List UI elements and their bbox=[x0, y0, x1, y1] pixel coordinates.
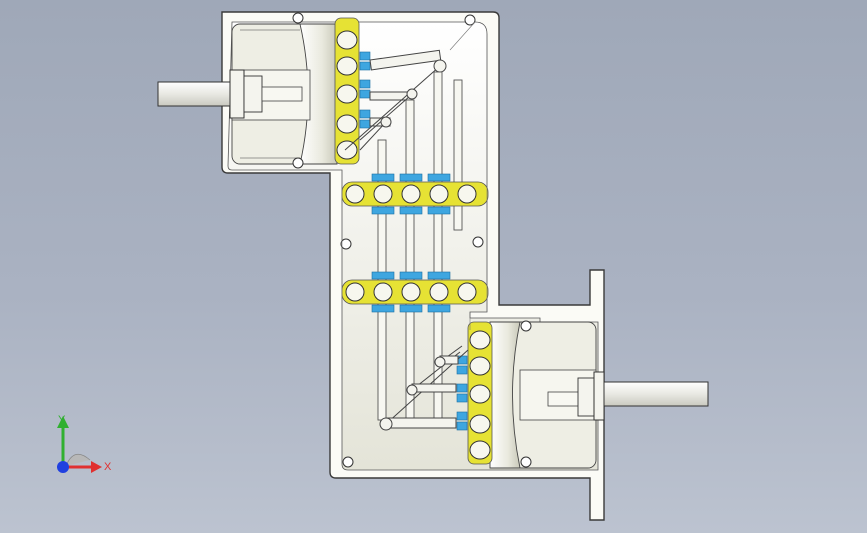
middle-gear-teeth-top bbox=[371, 173, 451, 215]
middle-bearing-row-bottom bbox=[341, 279, 489, 305]
lower-bearing-stack bbox=[467, 321, 493, 465]
y-axis-arrow bbox=[57, 416, 69, 463]
lower-linkages bbox=[379, 345, 469, 431]
middle-bearing-row-top bbox=[341, 181, 489, 207]
coordinate-triad: Y X bbox=[57, 414, 112, 473]
middle-gear-teeth-bottom bbox=[371, 271, 451, 313]
output-shaft[interactable] bbox=[547, 371, 709, 421]
z-axis-dot bbox=[57, 461, 69, 473]
y-axis-label: Y bbox=[58, 414, 66, 426]
rotation-arc-icon bbox=[65, 453, 91, 467]
upper-gear-teeth bbox=[359, 51, 371, 129]
mounting-holes bbox=[292, 12, 532, 468]
x-axis-label: X bbox=[104, 461, 112, 473]
upper-linkages bbox=[344, 49, 447, 151]
lower-gear-teeth bbox=[456, 355, 468, 431]
upper-bearing-stack bbox=[334, 17, 360, 165]
input-shaft[interactable] bbox=[157, 69, 303, 119]
housing-edges bbox=[341, 21, 488, 464]
